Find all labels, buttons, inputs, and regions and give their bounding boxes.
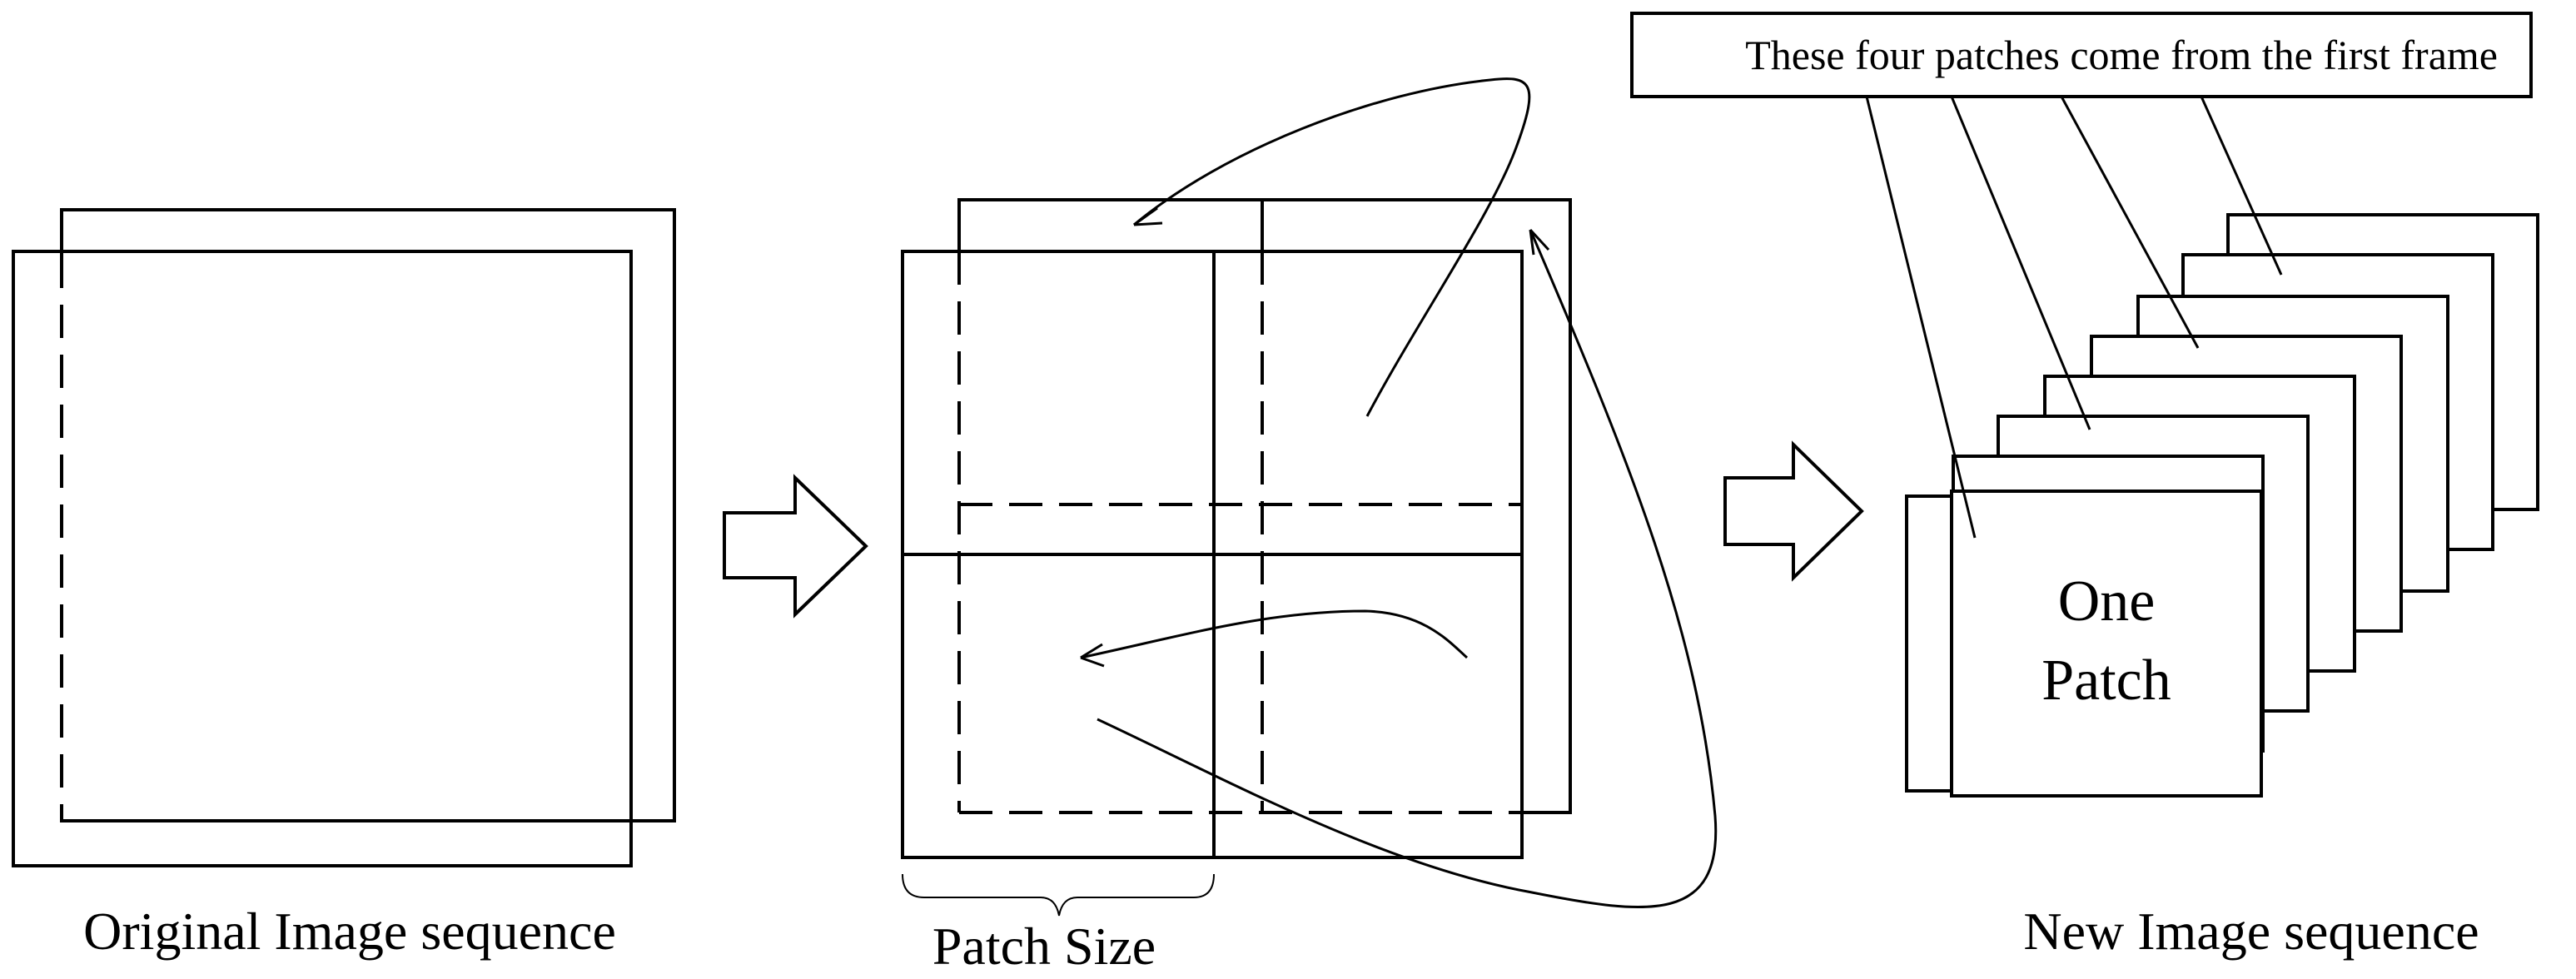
patch-grid bbox=[901, 77, 1718, 917]
scan-arrow-right bbox=[1097, 229, 1718, 909]
grid-back-frame bbox=[957, 198, 1572, 814]
original-sequence-label: Original Image sequence bbox=[83, 902, 616, 961]
original-hidden-edges bbox=[60, 255, 631, 822]
process-arrow-1 bbox=[723, 474, 868, 619]
scan-path-arrows bbox=[1080, 77, 1718, 909]
patch-frame-front bbox=[1950, 490, 2263, 798]
scan-arrow-bottom bbox=[1080, 609, 1469, 659]
original-sequence bbox=[12, 208, 676, 867]
callout-leaders bbox=[1865, 96, 2283, 539]
patch-label-line1: One bbox=[2058, 569, 2156, 634]
callout-box bbox=[1630, 12, 2533, 98]
patch-size-label: Patch Size bbox=[932, 917, 1156, 975]
callout-text: These four patches come from the first f… bbox=[1745, 32, 2498, 78]
original-front-frame bbox=[12, 250, 633, 867]
new-sequence-stack bbox=[1905, 213, 2539, 798]
process-arrow-2 bbox=[1723, 440, 1864, 582]
new-sequence-label: New Image sequence bbox=[2023, 902, 2479, 961]
scan-arrow-top bbox=[1133, 77, 1531, 417]
patch-size-brace bbox=[902, 873, 1215, 917]
grid-hidden-edges bbox=[957, 251, 1524, 814]
patch-label-line2: Patch bbox=[2041, 649, 2171, 713]
